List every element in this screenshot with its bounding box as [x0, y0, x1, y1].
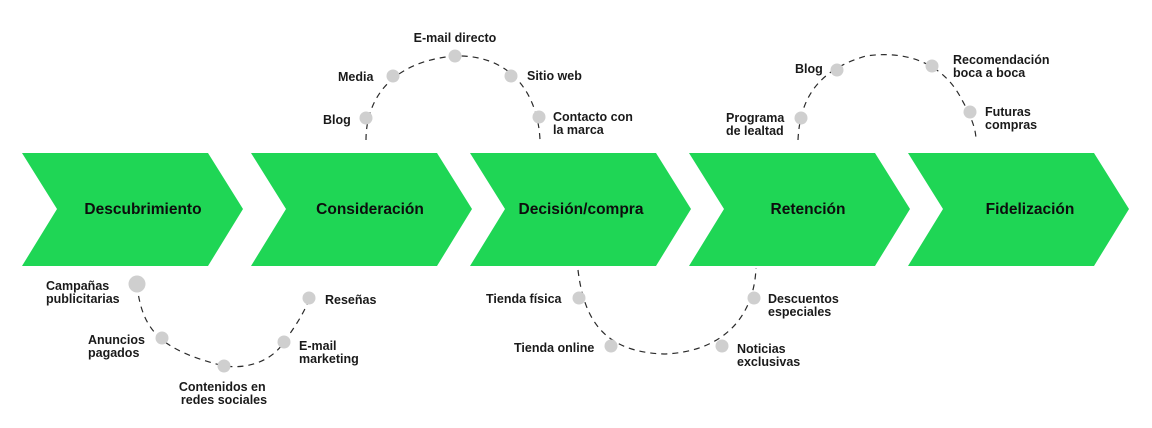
label-futuras-compras: Futuras compras: [985, 105, 1037, 132]
stage-label-descubrimiento: Descubrimiento: [84, 201, 201, 218]
stage-label-fidelizacion: Fidelización: [986, 201, 1075, 218]
stage-descubrimiento: Descubrimiento: [22, 153, 243, 266]
label-sitio-web: Sitio web: [527, 69, 582, 83]
dot-blog-fidelizacion: [830, 63, 844, 77]
label-anuncios: Anuncios pagados: [88, 333, 148, 360]
label-programa-lealtad: Programa de lealtad: [726, 111, 788, 138]
stage-fidelizacion: Fidelización: [908, 153, 1129, 266]
chevron-consideracion: [251, 153, 472, 266]
dot-resenas: [302, 291, 316, 305]
stage-label-consideracion: Consideración: [316, 201, 424, 218]
dot-email-marketing: [277, 335, 291, 349]
label-blog-fidelizacion: Blog: [795, 62, 823, 76]
dot-sitio-web: [504, 69, 518, 83]
chevron-decision: [470, 153, 691, 266]
dot-blog-top: [359, 111, 373, 125]
chevron-fidelizacion: [908, 153, 1129, 266]
stage-decision: Decisión/compra: [470, 153, 691, 266]
label-descuentos: Descuentos especiales: [768, 292, 842, 319]
path-consideracion-bottom: [283, 298, 310, 343]
stage-retencion: Retención: [689, 153, 910, 266]
dot-anuncios: [155, 331, 169, 345]
dot-noticias: [715, 339, 729, 353]
dot-recomendacion: [925, 59, 939, 73]
label-noticias: Noticias exclusivas: [737, 342, 800, 369]
dot-programa-lealtad: [794, 111, 808, 125]
path-fidelizacion-top: [797, 54, 977, 141]
dot-descuentos: [747, 291, 761, 305]
dot-campanas: [128, 275, 146, 293]
stage-label-decision: Decisión/compra: [519, 201, 644, 218]
dot-tienda-fisica: [572, 291, 586, 305]
path-consideracion-top: [365, 55, 541, 141]
label-email-marketing: E-mail marketing: [299, 339, 359, 366]
dot-email-directo: [448, 49, 462, 63]
dot-futuras-compras: [963, 105, 977, 119]
chevron-descubrimiento: [22, 153, 243, 266]
label-blog-top: Blog: [323, 113, 351, 127]
label-contacto: Contacto con la marca: [553, 110, 636, 137]
label-contenidos: Contenidos en redes sociales: [179, 380, 269, 407]
label-tienda-fisica: Tienda física: [486, 292, 563, 306]
label-tienda-online: Tienda online: [514, 341, 594, 355]
path-decision-bottom: [577, 267, 757, 355]
label-recomendacion: Recomendación boca a boca: [953, 53, 1053, 80]
stage-label-retencion: Retención: [771, 201, 846, 218]
label-email-directo: E-mail directo: [414, 31, 497, 45]
dot-media: [386, 69, 400, 83]
dot-tienda-online: [604, 339, 618, 353]
path-descubrimiento-bottom: [136, 284, 285, 368]
dot-contenidos: [217, 359, 231, 373]
label-campanas: Campañas publicitarias: [46, 279, 120, 306]
touchpoint-dots: [128, 49, 977, 373]
chevron-retencion: [689, 153, 910, 266]
label-resenas: Reseñas: [325, 293, 376, 307]
dot-contacto: [532, 110, 546, 124]
label-media: Media: [338, 70, 374, 84]
stage-consideracion: Consideración: [251, 153, 472, 266]
